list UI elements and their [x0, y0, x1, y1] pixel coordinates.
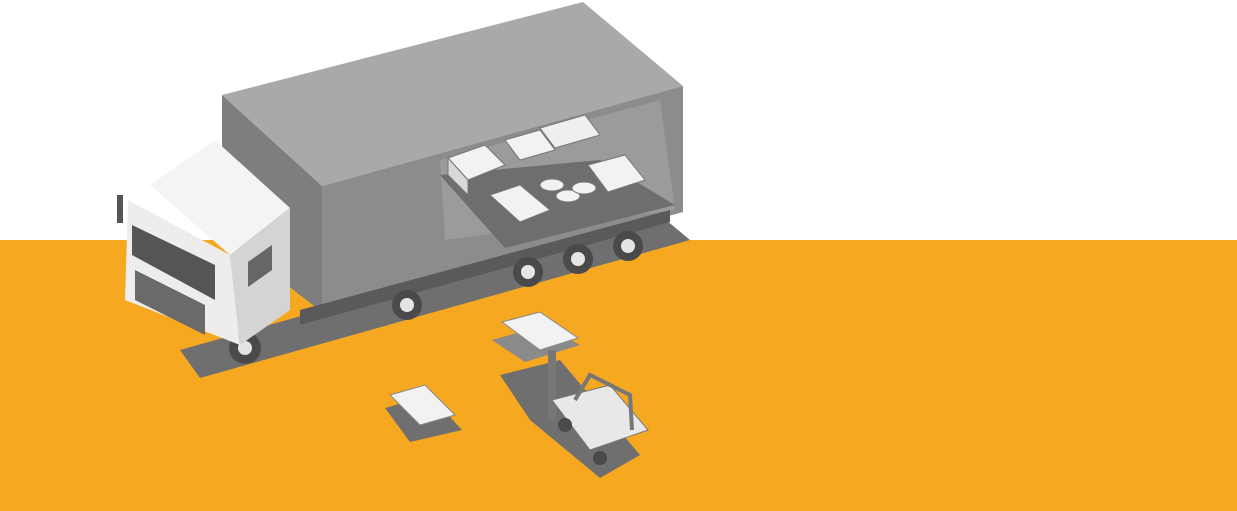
- grille: [135, 270, 205, 335]
- barrel: [571, 181, 597, 195]
- chassis: [300, 210, 670, 325]
- cab-roof: [150, 140, 290, 255]
- windshield: [132, 225, 215, 300]
- pallet-boxes: [587, 154, 646, 193]
- wheel-hub: [571, 252, 585, 266]
- forklift-wheel: [558, 418, 572, 432]
- crate: [504, 129, 556, 161]
- forklift-cage: [573, 372, 634, 431]
- barrel: [539, 178, 565, 192]
- barrel: [555, 189, 581, 203]
- forklift-body: [551, 384, 649, 451]
- pallet-boxes: [389, 384, 456, 426]
- cargo-items: [447, 114, 646, 223]
- forklift-wheel: [593, 451, 607, 465]
- fork-load: [500, 311, 580, 351]
- crate: [539, 114, 601, 149]
- wheel-hub: [521, 265, 535, 279]
- box-top: [222, 2, 683, 186]
- wheel-hub: [400, 298, 414, 312]
- mirror: [117, 195, 123, 223]
- forklift: [492, 311, 649, 478]
- wheel-hub: [621, 239, 635, 253]
- side-window: [248, 245, 272, 287]
- forklift-mast: [548, 350, 556, 420]
- truck-cab: [117, 140, 290, 345]
- pallet-boxes: [489, 184, 551, 223]
- wheel-hub: [238, 341, 252, 355]
- truck-shadow: [180, 215, 690, 378]
- crate: [447, 156, 469, 197]
- wheels: [229, 231, 643, 364]
- ground-pallet: [385, 384, 462, 442]
